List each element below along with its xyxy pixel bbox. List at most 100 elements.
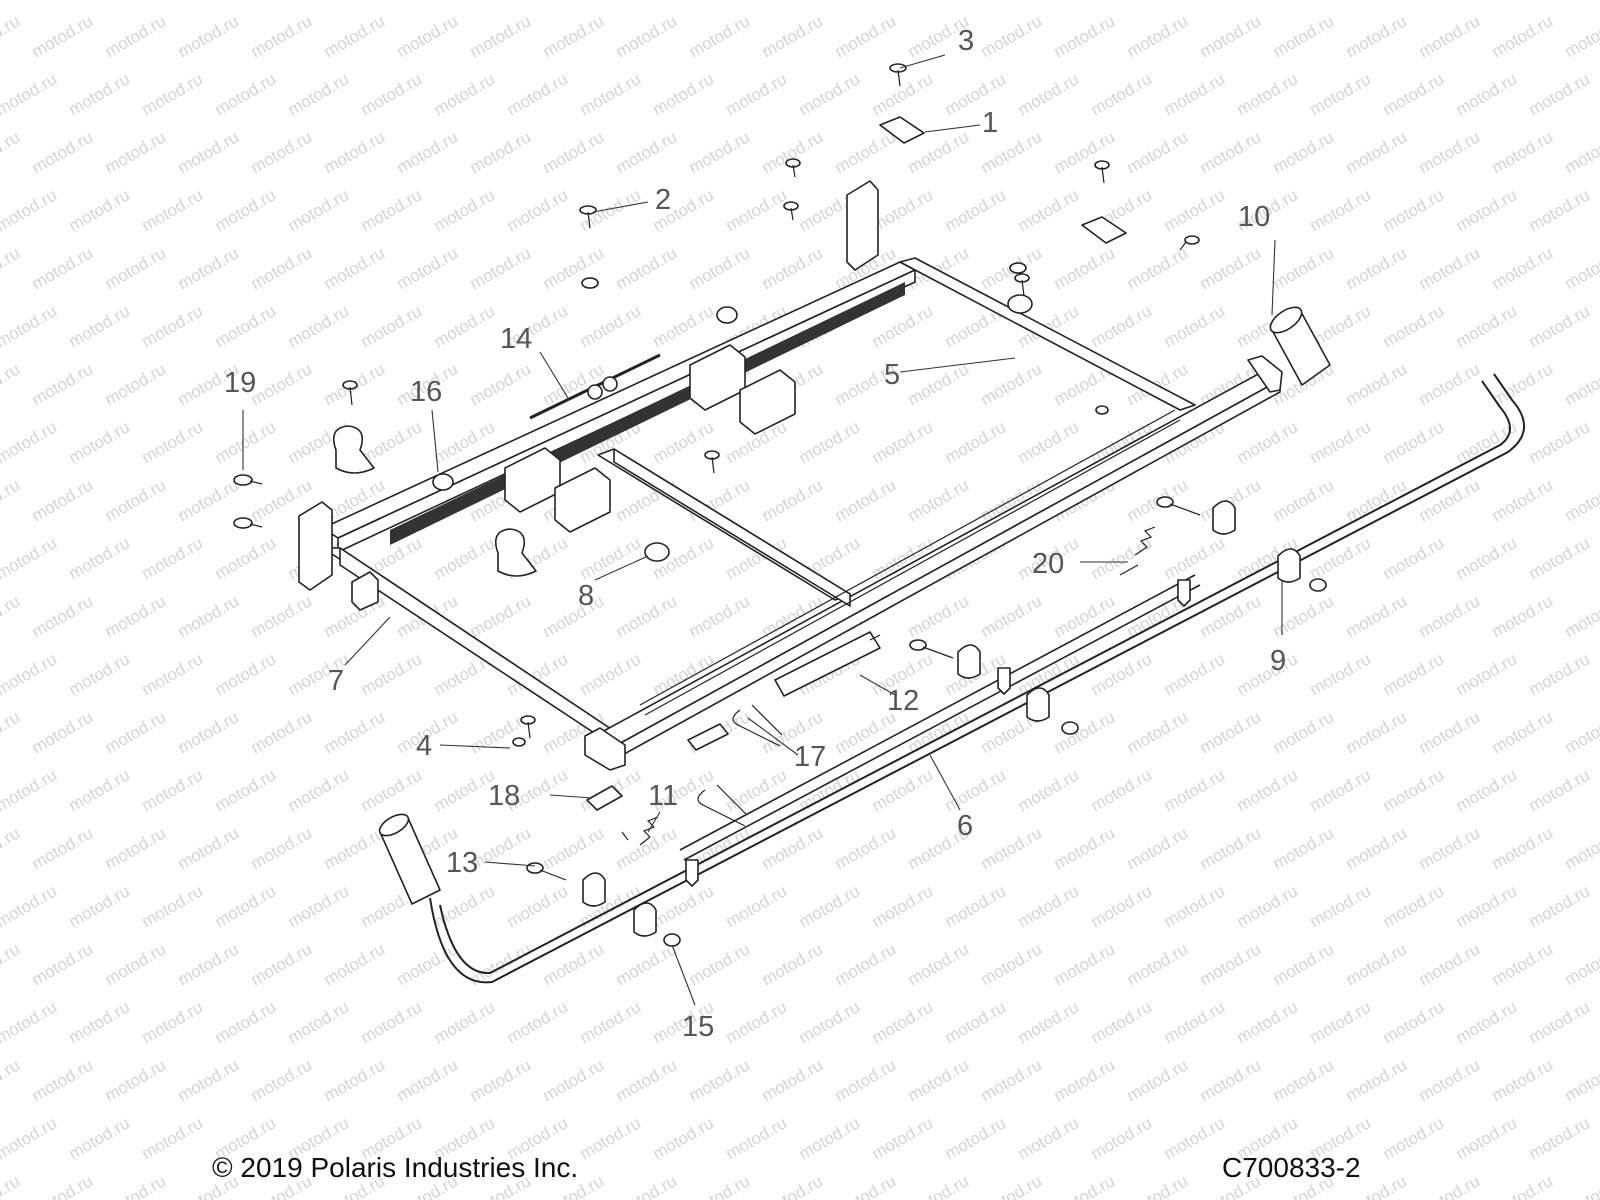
clip xyxy=(697,784,748,827)
watermark-text: motod.ru xyxy=(1015,185,1083,235)
watermark-text: motod.ru xyxy=(102,823,170,873)
watermark-text: motod.ru xyxy=(1015,997,1083,1047)
watermark-text: motod.ru xyxy=(1051,1055,1119,1105)
clip-17 xyxy=(732,704,783,747)
watermark-text: motod.ru xyxy=(832,823,900,873)
watermark-text: motod.ru xyxy=(66,765,134,815)
watermark-text: motod.ru xyxy=(978,1171,1046,1200)
watermark-text: motod.ru xyxy=(1343,359,1411,409)
watermark-text: motod.ru xyxy=(29,591,97,641)
watermark-text: motod.ru xyxy=(504,69,572,119)
watermark-text: motod.ru xyxy=(1489,359,1557,409)
watermark-text: motod.ru xyxy=(431,301,499,351)
watermark-text: motod.ru xyxy=(139,997,207,1047)
watermark-text: motod.ru xyxy=(759,823,827,873)
watermark-text: motod.ru xyxy=(942,0,1010,3)
watermark-text: motod.ru xyxy=(1453,69,1521,119)
watermark-text: motod.ru xyxy=(0,707,23,757)
watermark-text: motod.ru xyxy=(1197,243,1265,293)
watermark-text: motod.ru xyxy=(1562,591,1600,641)
watermark-text: motod.ru xyxy=(467,359,535,409)
watermark-text: motod.ru xyxy=(978,823,1046,873)
watermark-text: motod.ru xyxy=(321,127,389,177)
watermark-text: motod.ru xyxy=(66,649,134,699)
gas-strut xyxy=(774,631,881,697)
watermark-text: motod.ru xyxy=(577,997,645,1047)
bolt xyxy=(342,380,358,406)
watermark-text: motod.ru xyxy=(0,939,23,989)
nut-4 xyxy=(512,737,526,747)
watermark-text: motod.ru xyxy=(467,591,535,641)
bolt-3 xyxy=(889,63,907,87)
watermark-text: motod.ru xyxy=(759,243,827,293)
watermark-text: motod.ru xyxy=(29,243,97,293)
watermark-text: motod.ru xyxy=(942,185,1010,235)
watermark-text: motod.ru xyxy=(1051,1171,1119,1200)
watermark-text: motod.ru xyxy=(1416,11,1484,61)
callout-7: 7 xyxy=(328,665,344,697)
watermark-text: motod.ru xyxy=(613,11,681,61)
watermark-text: motod.ru xyxy=(212,417,280,467)
watermark-text: motod.ru xyxy=(29,359,97,409)
watermark-text: motod.ru xyxy=(0,1055,23,1105)
watermark-text: motod.ru xyxy=(1453,185,1521,235)
watermark-text: motod.ru xyxy=(1526,301,1594,351)
watermark-text: motod.ru xyxy=(212,649,280,699)
watermark-text: motod.ru xyxy=(796,69,864,119)
watermark-text: motod.ru xyxy=(1453,881,1521,931)
hanger xyxy=(997,667,1011,695)
watermark-text: motod.ru xyxy=(66,417,134,467)
clamp xyxy=(582,872,606,907)
nut xyxy=(1095,405,1109,415)
watermark-text: motod.ru xyxy=(212,533,280,583)
watermark-text: motod.ru xyxy=(1015,1113,1083,1163)
gas-strut-tip xyxy=(869,634,881,641)
clamp xyxy=(1026,687,1050,722)
watermark-text: motod.ru xyxy=(394,127,462,177)
watermark-text: motod.ru xyxy=(1416,127,1484,177)
watermark-text: motod.ru xyxy=(212,301,280,351)
watermark-text: motod.ru xyxy=(759,939,827,989)
watermark-text: motod.ru xyxy=(1161,69,1229,119)
watermark-text: motod.ru xyxy=(504,185,572,235)
bolt xyxy=(783,201,799,221)
watermark-text: motod.ru xyxy=(1343,591,1411,641)
watermark-text: motod.ru xyxy=(431,533,499,583)
watermark-text: motod.ru xyxy=(723,997,791,1047)
watermark-text: motod.ru xyxy=(1088,533,1156,583)
bolt xyxy=(520,715,536,739)
watermark-text: motod.ru xyxy=(0,649,60,699)
watermark-text: motod.ru xyxy=(832,475,900,525)
watermark-text: motod.ru xyxy=(358,301,426,351)
watermark-text: motod.ru xyxy=(66,185,134,235)
watermark-text: motod.ru xyxy=(175,11,243,61)
watermark-text: motod.ru xyxy=(1489,127,1557,177)
watermark-text: motod.ru xyxy=(796,0,864,3)
watermark-text: motod.ru xyxy=(29,1055,97,1105)
watermark-text: motod.ru xyxy=(1307,69,1375,119)
watermark-text: motod.ru xyxy=(394,243,462,293)
corner-bracket-right xyxy=(846,180,879,271)
nut-16 xyxy=(432,473,454,491)
watermark-text: motod.ru xyxy=(0,11,23,61)
watermark-text: motod.ru xyxy=(248,823,316,873)
bolt xyxy=(1179,235,1200,251)
watermark-text: motod.ru xyxy=(248,939,316,989)
bolt xyxy=(1094,160,1110,184)
watermark-text: motod.ru xyxy=(139,765,207,815)
watermark-text: motod.ru xyxy=(0,417,60,467)
watermark-text: motod.ru xyxy=(1562,475,1600,525)
callout-6: 6 xyxy=(957,810,973,842)
watermark-text: motod.ru xyxy=(1489,591,1557,641)
watermark-text: motod.ru xyxy=(1088,997,1156,1047)
watermark-text: motod.ru xyxy=(1416,591,1484,641)
bumper-rail xyxy=(683,584,1201,861)
watermark-text: motod.ru xyxy=(321,243,389,293)
callout-12: 12 xyxy=(887,685,919,717)
rod-washer xyxy=(587,384,603,400)
watermark-text: motod.ru xyxy=(102,1171,170,1200)
mount-bracket xyxy=(554,467,611,533)
watermark-text: motod.ru xyxy=(1015,881,1083,931)
hardware xyxy=(233,63,1327,947)
watermark-text: motod.ru xyxy=(1234,0,1302,3)
